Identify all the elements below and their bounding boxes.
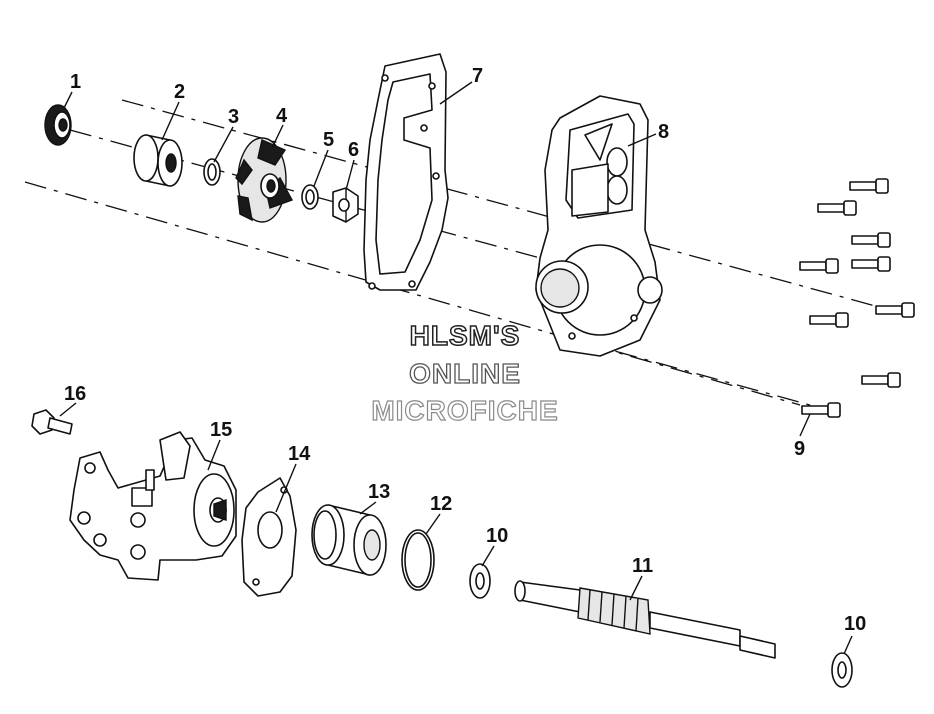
part-16-bolt — [31, 409, 73, 435]
callout-7: 7 — [472, 65, 483, 87]
callout-5: 5 — [323, 129, 334, 151]
watermark-line-3: MICROFICHE — [371, 395, 559, 426]
callout-10-lower: 10 — [844, 613, 866, 635]
part-15-oil-pump — [69, 431, 237, 581]
part-4-impeller — [235, 137, 294, 223]
part-9-bolts — [799, 178, 915, 418]
part-8-housing — [535, 95, 663, 357]
callout-2: 2 — [174, 81, 185, 103]
callout-4: 4 — [276, 105, 288, 127]
part-2-bearing — [133, 134, 183, 187]
callout-11: 11 — [632, 555, 653, 577]
callout-6: 6 — [348, 139, 359, 161]
callout-labels: 1 2 3 4 5 6 7 8 9 10 10 11 12 13 14 15 1… — [64, 65, 866, 635]
callout-3: 3 — [228, 106, 239, 128]
part-14-gasket — [241, 477, 297, 597]
part-1-seal — [44, 104, 72, 146]
part-6-nut — [332, 187, 359, 223]
callout-9: 9 — [794, 438, 805, 460]
watermark-line-1: HLSM'S — [409, 320, 521, 351]
callout-15: 15 — [210, 419, 232, 441]
watermark-line-2: ONLINE — [408, 358, 521, 389]
callout-1: 1 — [70, 71, 81, 93]
callout-10-upper: 10 — [486, 525, 508, 547]
callout-12: 12 — [430, 493, 452, 515]
part-13-sleeve — [311, 504, 387, 576]
part-12-o-ring — [401, 529, 435, 591]
callout-16: 16 — [64, 383, 86, 405]
part-11-shaft — [514, 580, 776, 659]
part-7-gasket — [363, 53, 449, 291]
part-10-washer-upper — [469, 563, 491, 599]
callout-14: 14 — [288, 443, 311, 465]
part-10-washer-lower — [831, 652, 853, 688]
leader-lines — [59, 81, 853, 655]
part-5-ring — [301, 184, 319, 210]
callout-8: 8 — [658, 121, 669, 143]
part-3-ring — [203, 158, 221, 186]
callout-13: 13 — [368, 481, 390, 503]
